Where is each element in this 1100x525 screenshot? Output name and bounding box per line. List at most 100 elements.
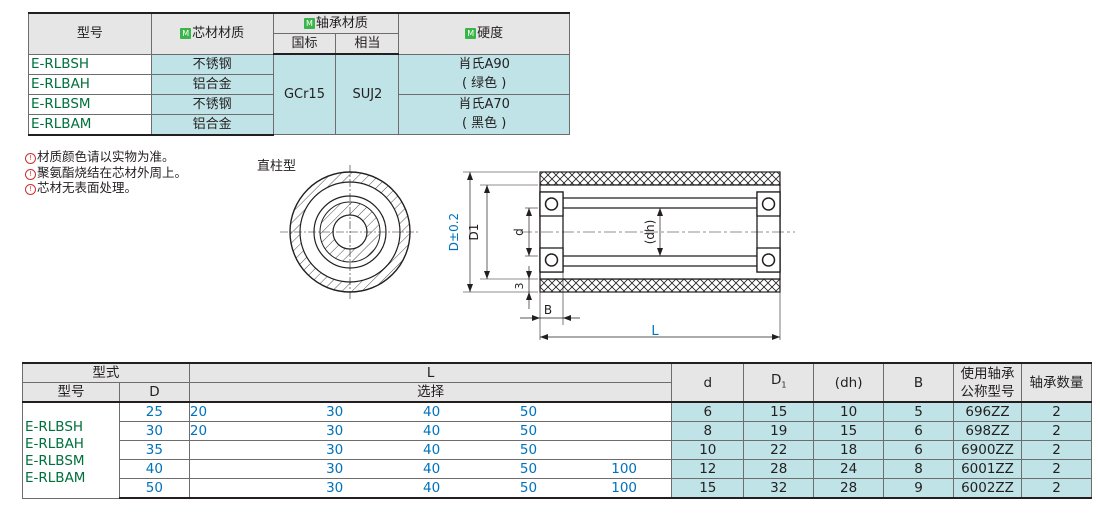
l-option: 50 — [480, 478, 577, 499]
l-option: 30 — [286, 401, 384, 422]
bore-cell: 10 — [671, 440, 745, 460]
header-bearing-qty: 轴承数量 — [1020, 362, 1093, 403]
bearing-cell: 696ZZ — [953, 401, 1022, 422]
dh-cell: 24 — [813, 459, 885, 479]
hardness-cell: 肖氏A90( 绿色 ) — [398, 53, 570, 95]
d1-cell: 19 — [743, 421, 815, 441]
table-row: 35 30 40 50 10 22 18 6 6900ZZ 2 — [23, 440, 1093, 460]
b-cell: 6 — [883, 440, 955, 460]
material-row: E-RLBSM 不锈钢 肖氏A70( 黑色 ) — [28, 93, 570, 135]
caution-icon: ! — [25, 168, 36, 180]
l-option: 30 — [286, 459, 384, 479]
l-option: 40 — [383, 421, 481, 441]
header-model: 型号 — [28, 12, 152, 55]
l-option: 30 — [286, 440, 384, 460]
d-cell: 40 — [118, 459, 190, 479]
caution-icon: ! — [25, 184, 36, 195]
header-row: 型式 L d D1 (dh) B 使用轴承公称型号 轴承数量 — [22, 362, 1093, 403]
caution-icon: ! — [25, 153, 36, 164]
l-option: 50 — [480, 459, 577, 479]
header-D: D — [118, 382, 190, 403]
label-3: 3 — [513, 283, 526, 290]
qty-cell: 2 — [1020, 440, 1093, 460]
shape-title: 直柱型 — [257, 159, 297, 174]
l-option — [188, 459, 287, 479]
d1-cell: 15 — [743, 401, 815, 422]
hardness-cell: 肖氏A70( 黑色 ) — [398, 93, 570, 135]
material-row: E-RLBAH 铝合金 — [28, 73, 570, 95]
d-cell: 25 — [118, 401, 190, 422]
header-bearing-model: 使用轴承公称型号 — [953, 362, 1022, 403]
header-type: 型式 — [22, 362, 190, 383]
l-option — [188, 440, 287, 460]
dh-cell: 28 — [813, 478, 885, 499]
b-cell: 6 — [883, 421, 955, 441]
header-d: d — [671, 362, 745, 403]
bearing-cn-cell: GCr15 — [272, 53, 337, 135]
bore-cell: 8 — [671, 421, 745, 441]
l-option: 100 — [576, 478, 673, 499]
qty-cell: 2 — [1020, 421, 1093, 441]
side-view: D±0.2 D1 d (dh) 3 B L — [447, 171, 795, 340]
label-D: D±0.2 — [447, 213, 461, 251]
bearing-cell: 6900ZZ — [953, 440, 1022, 460]
core-cell: 铝合金 — [150, 73, 274, 95]
core-cell: 铝合金 — [150, 113, 274, 136]
bore-cell: 15 — [671, 478, 745, 499]
header-std-eq: 相当 — [335, 33, 400, 55]
notes: !材质颜色请以实物为准。 !聚氨酯烧结在芯材外周上。 !芯材无表面处理。 — [25, 149, 187, 196]
table-row: 40 30 40 50 100 12 28 24 8 6001ZZ 2 — [23, 459, 1093, 479]
d1-cell: 22 — [743, 440, 815, 460]
l-option: 50 — [480, 421, 577, 441]
note-line: !材质颜色请以实物为准。 — [25, 149, 187, 165]
model-cell: E-RLBSM — [28, 93, 152, 115]
l-option: 50 — [480, 440, 577, 460]
model-cell: E-RLBAM — [28, 113, 152, 136]
label-dh: (dh) — [643, 220, 657, 245]
b-cell: 8 — [883, 459, 955, 479]
b-cell: 9 — [883, 478, 955, 499]
l-option: 40 — [383, 401, 481, 422]
dh-cell: 15 — [813, 421, 885, 441]
core-cell: 不锈钢 — [150, 93, 274, 115]
bore-cell: 12 — [671, 459, 745, 479]
model-cell: E-RLBAH — [28, 73, 152, 95]
model-cell: E-RLBSH — [28, 53, 152, 75]
l-option: 40 — [383, 440, 481, 460]
table-row: 30 20 30 40 50 8 19 15 6 698ZZ 2 — [23, 421, 1093, 441]
qty-cell: 2 — [1020, 478, 1093, 499]
b-cell: 5 — [883, 401, 955, 422]
l-option: 20 — [188, 421, 287, 441]
header-L: L — [188, 362, 673, 383]
l-option: 40 — [383, 459, 481, 479]
label-L: L — [651, 324, 659, 339]
header-std-cn: 国标 — [272, 33, 337, 55]
qty-cell: 2 — [1020, 459, 1093, 479]
m-mark-icon: M — [303, 18, 315, 29]
label-d: d — [512, 228, 526, 236]
d-cell: 35 — [118, 440, 190, 460]
note-line: !芯材无表面处理。 — [25, 180, 187, 196]
header-D1: D1 — [743, 362, 815, 403]
material-row: E-RLBSH 不锈钢 GCr15 SUJ2 肖氏A90( 绿色 ) — [28, 53, 570, 135]
dh-cell: 10 — [813, 401, 885, 422]
bearing-cell: 698ZZ — [953, 421, 1022, 441]
l-option: 30 — [286, 478, 384, 499]
d-cell: 30 — [118, 421, 190, 441]
dimension-table: 型式 L d D1 (dh) B 使用轴承公称型号 轴承数量 型号 D 选择 E… — [22, 362, 1093, 499]
l-option: 100 — [576, 459, 673, 479]
header-row: 型号 D 选择 — [22, 382, 1092, 403]
front-view — [280, 165, 420, 300]
bore-cell: 6 — [671, 401, 745, 422]
core-cell: 不锈钢 — [150, 53, 274, 75]
l-option: 50 — [480, 401, 577, 422]
bearing-eq-cell: SUJ2 — [335, 53, 400, 135]
m-mark-icon: M — [180, 28, 192, 40]
bearing-cell: 6001ZZ — [953, 459, 1022, 479]
qty-cell: 2 — [1020, 401, 1093, 422]
l-option — [188, 478, 287, 499]
